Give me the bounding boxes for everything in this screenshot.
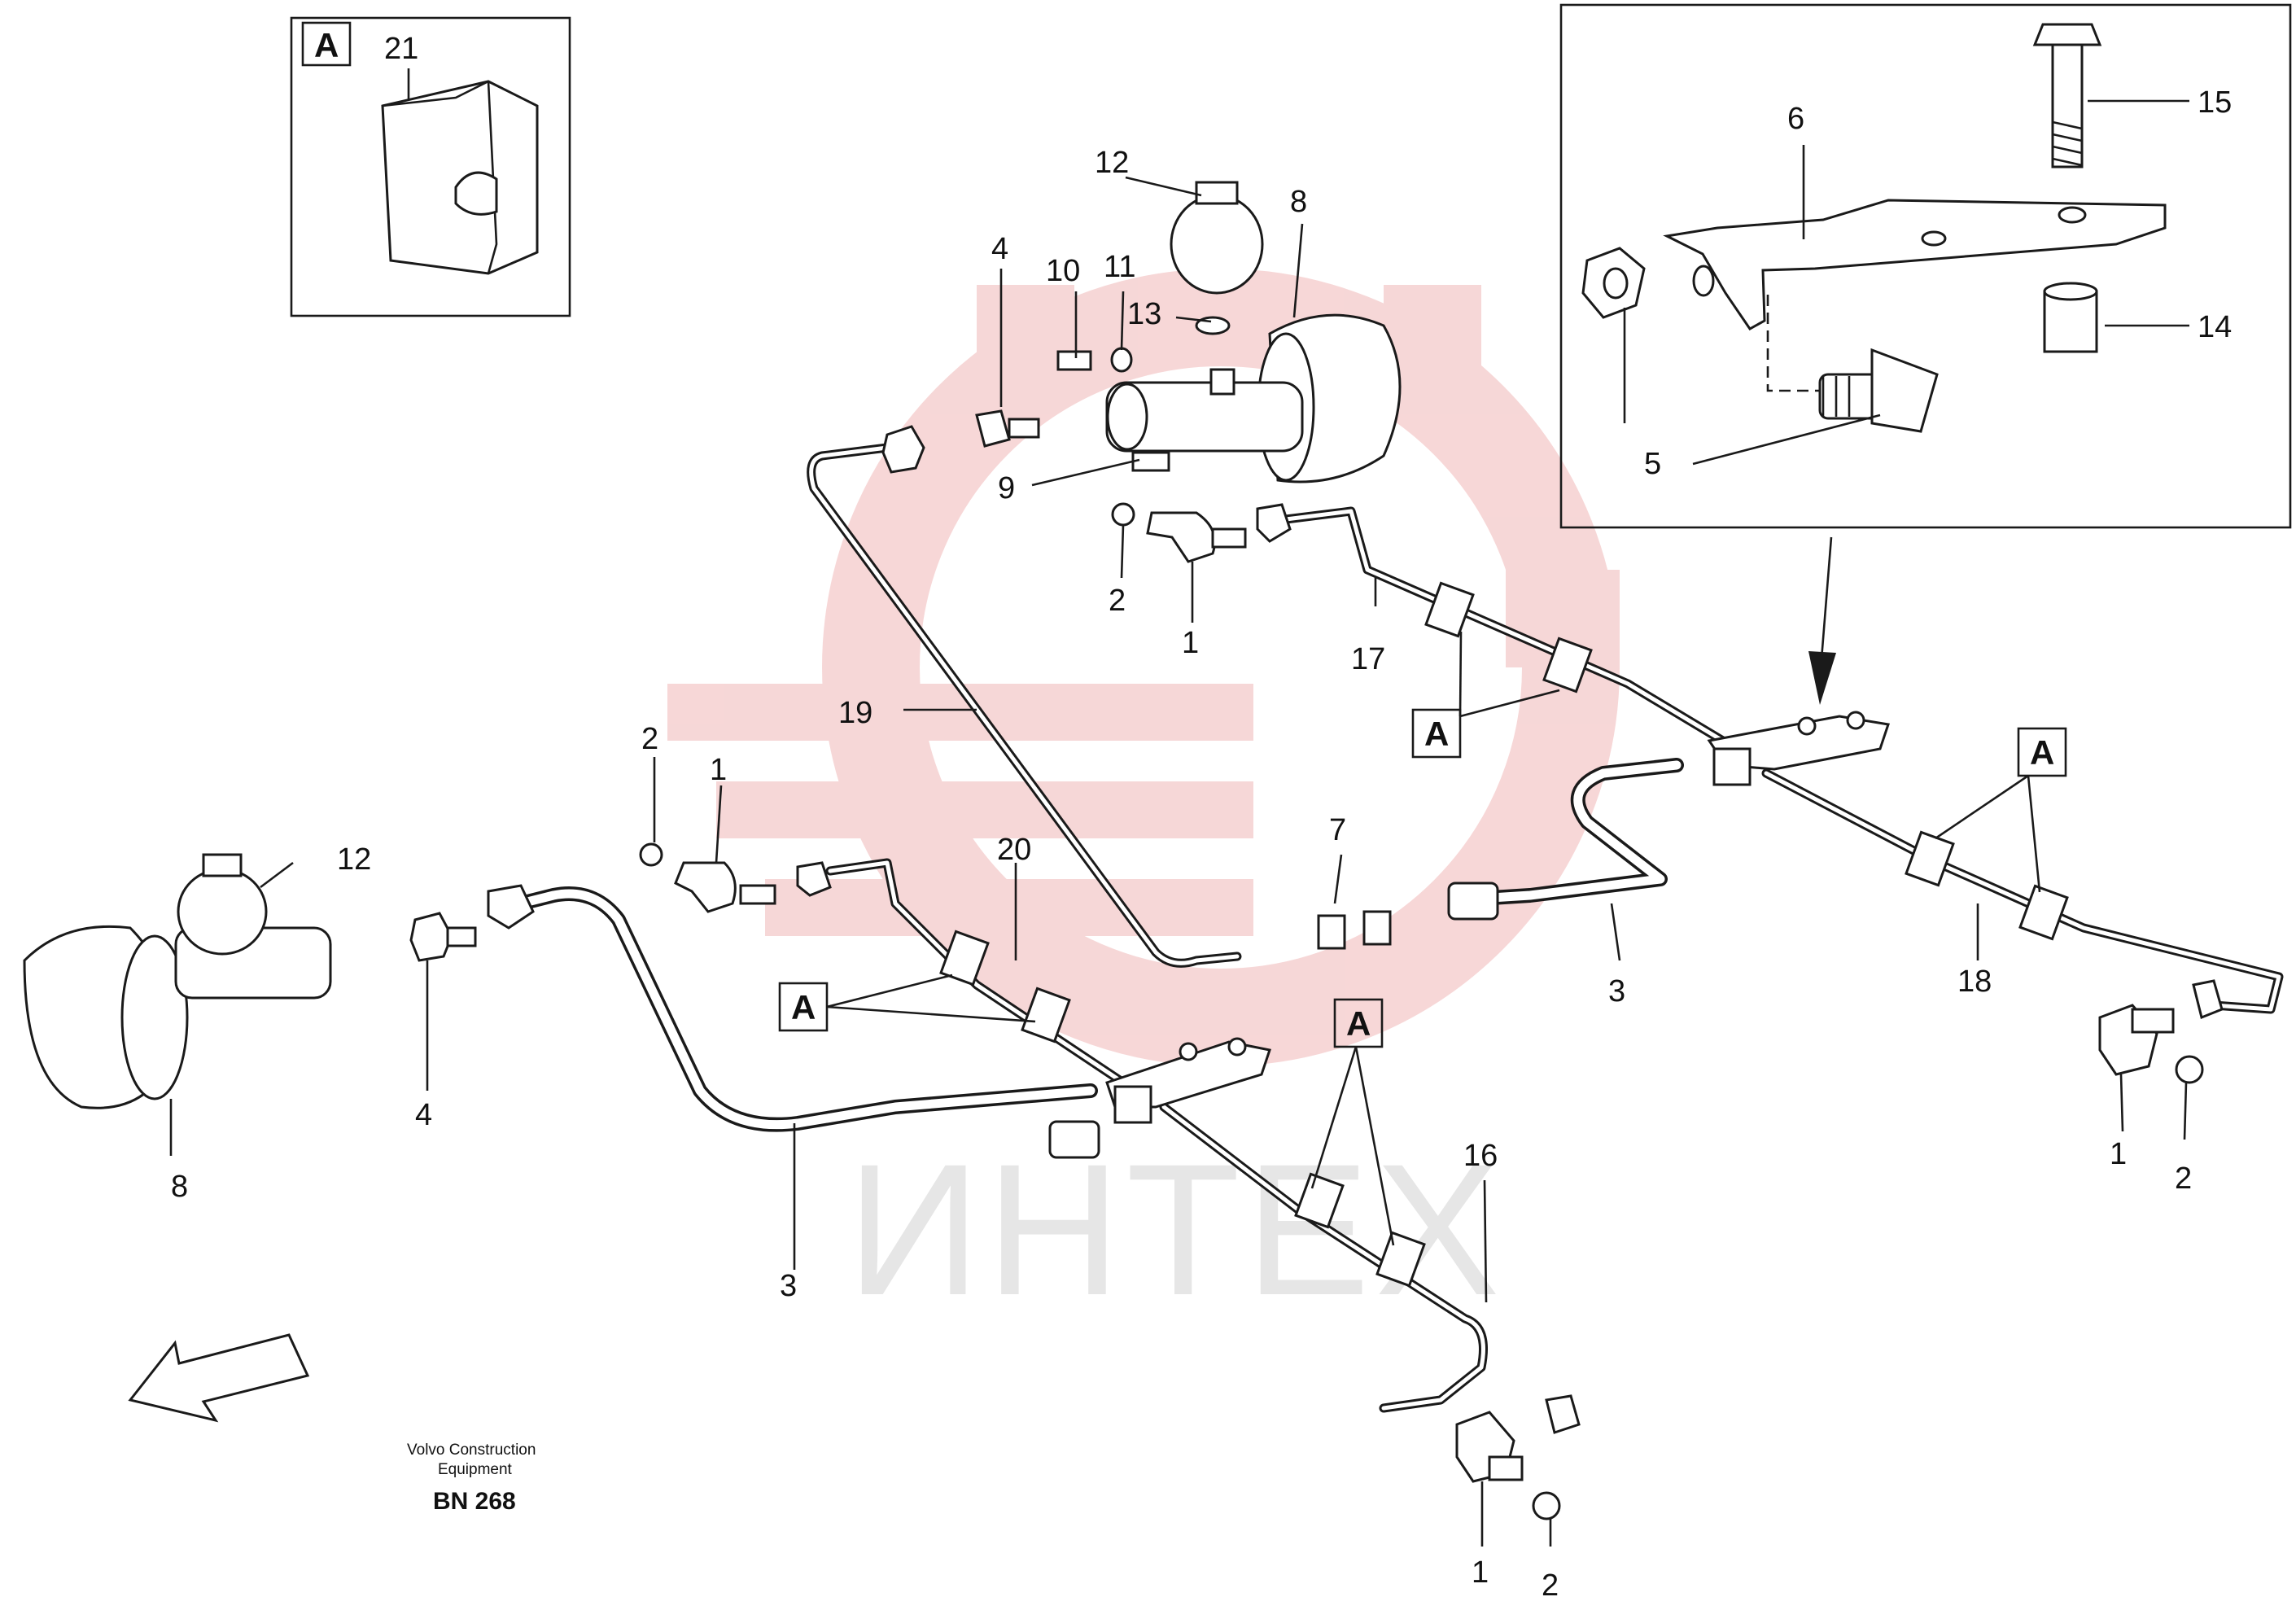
end-fittings (1455, 979, 2224, 1520)
callout-8-lower: 8 (171, 1170, 188, 1204)
brake-booster-upper-8 (1105, 313, 1402, 483)
leader-lines (169, 176, 2188, 1547)
detail-bracket-inset: 15 6 14 5 (1559, 3, 2292, 529)
brake-booster-lower-8 (23, 925, 332, 1109)
callout-2-left: 2 (641, 722, 658, 756)
callout-2-bottom: 2 (1542, 1568, 1559, 1603)
detail-a-inset: A 21 (290, 16, 571, 317)
callout-1-right: 1 (2110, 1137, 2127, 1171)
clip-label-group: A A A A (778, 631, 2067, 1246)
brake-lines (514, 443, 2284, 1413)
callout-2-upper: 2 (1109, 584, 1126, 618)
watermark-text: ИНТЕХ (846, 1125, 1505, 1334)
direction-arrow-icon (128, 1333, 310, 1423)
small-fittings-upper (881, 316, 1292, 563)
bolt-15 (2032, 23, 2102, 168)
callout-5: 5 (1644, 447, 1661, 481)
manufacturer-line-2: Equipment (438, 1461, 513, 1478)
manufacturer-line-1: Volvo Construction (407, 1442, 536, 1459)
callout-16: 16 (1463, 1139, 1498, 1173)
nut-5 (1581, 247, 1646, 319)
reservoir-lower-12 (177, 853, 268, 956)
clip-label-4: A (1346, 1004, 1371, 1043)
callout-15: 15 (2198, 85, 2232, 120)
callout-4-lower: 4 (415, 1098, 432, 1132)
clip-label-2: A (2030, 733, 2054, 772)
diagram-code: BN 268 (433, 1488, 516, 1515)
reservoir-upper-12 (1170, 181, 1264, 295)
callout-12-lower: 12 (337, 842, 371, 877)
footer: Volvo Construction Equipment BN 268 (407, 1442, 536, 1515)
callout-3-right: 3 (1608, 974, 1625, 1008)
t-junction-brackets (1105, 711, 1890, 1124)
callout-13: 13 (1127, 297, 1161, 331)
spacer-14 (2043, 282, 2098, 353)
callout-14: 14 (2198, 310, 2232, 344)
callout-1-left: 1 (710, 753, 727, 787)
callout-8-upper: 8 (1290, 185, 1307, 219)
callout-numbers: 12 4 10 11 13 8 9 2 1 17 19 12 8 4 2 1 2… (171, 146, 2192, 1603)
clip-label-3: A (791, 988, 816, 1026)
callout-2-right: 2 (2175, 1162, 2192, 1196)
detail-a-label: A (314, 26, 339, 64)
pipe-clips (939, 581, 2069, 1288)
callout-11: 11 (1104, 250, 1135, 284)
callout-20: 20 (997, 833, 1031, 867)
callout-19: 19 (838, 696, 872, 730)
callout-4-upper: 4 (991, 232, 1008, 266)
fitting-5 (1818, 348, 1939, 433)
callout-6: 6 (1787, 102, 1804, 136)
callout-12-upper: 12 (1095, 146, 1129, 180)
rubber-bushing-21 (381, 80, 539, 275)
detail-pointer-arrow (1808, 536, 1836, 705)
callout-10: 10 (1046, 254, 1080, 288)
callout-7: 7 (1329, 813, 1346, 847)
callout-21: 21 (384, 32, 418, 66)
bracket-6 (1663, 199, 2167, 330)
callout-1-upper: 1 (1182, 626, 1199, 660)
callout-9: 9 (998, 471, 1015, 505)
small-fittings-lower (409, 842, 1499, 1159)
clip-label-1: A (1424, 715, 1449, 753)
callout-3-left: 3 (780, 1269, 797, 1303)
callout-1-bottom: 1 (1472, 1555, 1489, 1590)
callout-17: 17 (1351, 642, 1385, 676)
callout-18: 18 (1957, 965, 1992, 999)
